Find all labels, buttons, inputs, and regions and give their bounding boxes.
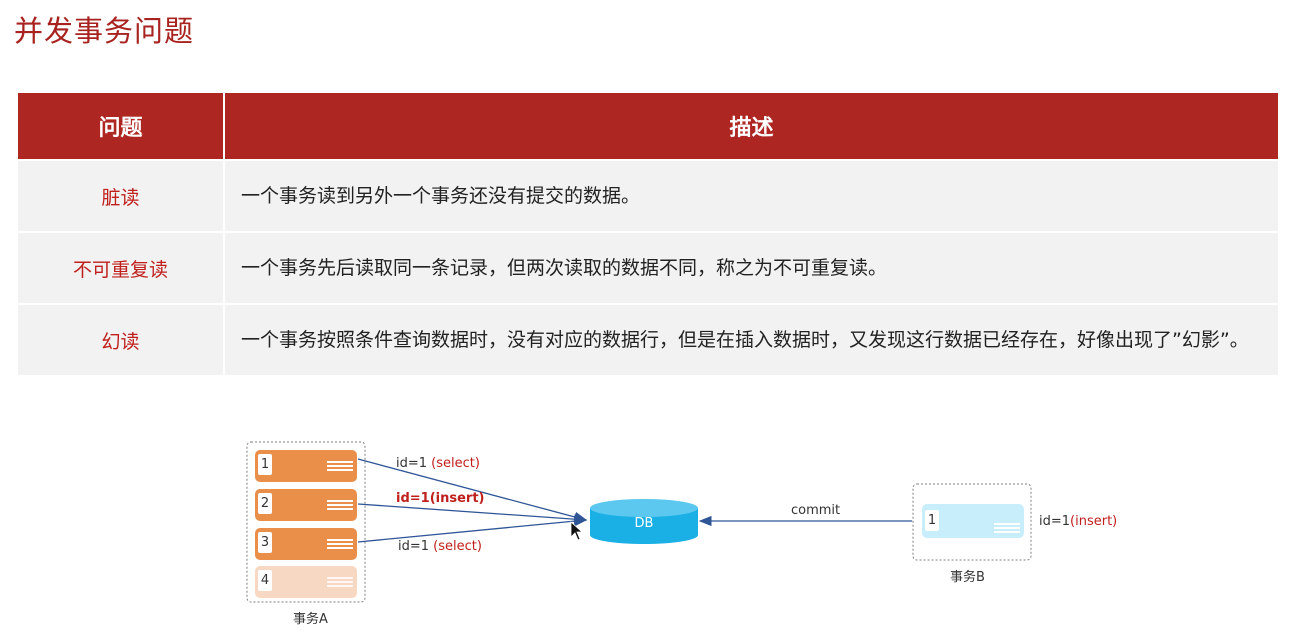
- issue-description: 一个事务读到另外一个事务还没有提交的数据。: [224, 159, 1278, 232]
- issue-description: 一个事务按照条件查询数据时，没有对应的数据行，但是在插入数据时，又发现这行数据已…: [224, 303, 1278, 375]
- tx-a-step-2: 2: [255, 489, 357, 521]
- commit-label: commit: [791, 503, 841, 518]
- arrow-label-prefix: id=1: [398, 539, 434, 554]
- table-row: 幻读 一个事务按照条件查询数据时，没有对应的数据行，但是在插入数据时，又发现这行…: [18, 303, 1278, 375]
- mouse-cursor-icon: [570, 521, 584, 541]
- header-description: 描述: [224, 93, 1278, 160]
- arrow-label-suffix: (select): [433, 539, 482, 554]
- issue-name: 脏读: [18, 159, 225, 232]
- lines-icon: [994, 523, 1020, 535]
- tx-a-step-3: 3: [255, 528, 357, 560]
- db-cylinder-icon: [590, 499, 698, 544]
- issue-name: 幻读: [18, 303, 225, 375]
- tx-b-label: 事务B: [950, 570, 985, 585]
- tx-a-step-4: 4: [255, 566, 357, 598]
- tx-b-container: [912, 483, 1032, 561]
- step-number: 3: [258, 532, 272, 553]
- db-label: DB: [634, 516, 654, 531]
- step-number: 1: [258, 454, 272, 475]
- step-number: 4: [258, 570, 272, 591]
- header-issue: 问题: [18, 93, 225, 160]
- arrow-insert: [357, 503, 588, 525]
- arrow-label-prefix: id=1: [396, 456, 432, 471]
- table-header-row: 问题 描述: [18, 93, 1278, 160]
- arrow-select-2: [357, 515, 588, 543]
- arrow-label-insert: id=1(insert): [396, 491, 485, 506]
- step-number: 2: [258, 493, 272, 514]
- tx-a-step-1: 1: [255, 450, 357, 482]
- step-number: 1: [925, 510, 939, 531]
- tx-a-label: 事务A: [293, 612, 328, 627]
- issue-description: 一个事务先后读取同一条记录，但两次读取的数据不同，称之为不可重复读。: [224, 231, 1278, 304]
- lines-icon: [327, 539, 353, 551]
- tx-b-note: id=1(insert): [1039, 514, 1117, 529]
- tx-b-note-prefix: id=1: [1039, 514, 1071, 529]
- arrow-label-suffix: (select): [431, 456, 480, 471]
- arrow-select-1: [357, 458, 588, 522]
- issues-table: 问题 描述 脏读 一个事务读到另外一个事务还没有提交的数据。 不可重复读 一个事…: [18, 93, 1278, 375]
- lines-icon: [327, 577, 353, 589]
- tx-a-container: [246, 441, 366, 603]
- page-title: 并发事务问题: [14, 14, 195, 48]
- table-row: 不可重复读 一个事务先后读取同一条记录，但两次读取的数据不同，称之为不可重复读。: [18, 231, 1278, 304]
- arrow-label-select-1: id=1 (select): [396, 456, 480, 471]
- arrow-label-select-2: id=1 (select): [398, 539, 482, 554]
- tx-b-note-suffix: (insert): [1070, 514, 1118, 529]
- lines-icon: [327, 461, 353, 473]
- tx-b-step-1: 1: [922, 504, 1024, 538]
- issue-name: 不可重复读: [18, 231, 225, 304]
- lines-icon: [327, 500, 353, 512]
- table-row: 脏读 一个事务读到另外一个事务还没有提交的数据。: [18, 159, 1278, 232]
